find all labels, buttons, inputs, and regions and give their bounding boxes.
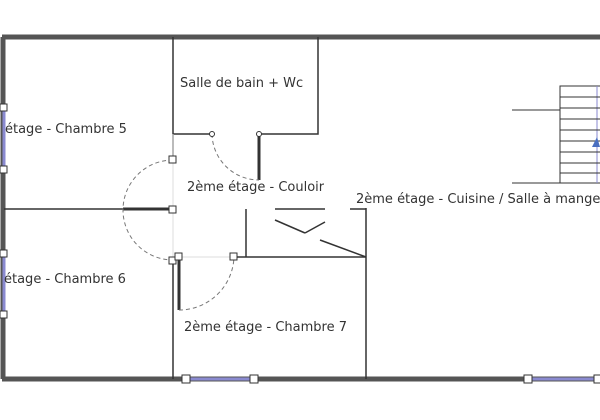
outer-walls <box>0 34 600 382</box>
room-label-couloir: 2ème étage - Couloir <box>187 180 324 195</box>
room-label-chambre-7: 2ème étage - Chambre 7 <box>184 320 347 335</box>
staircase <box>512 85 600 184</box>
windows <box>2 108 598 381</box>
room-label-salle-de-bain: Salle de bain + Wc <box>180 76 304 91</box>
room-label-chambre-5: étage - Chambre 5 <box>5 122 127 137</box>
room-label-chambre-6: étage - Chambre 6 <box>4 272 126 287</box>
interior-walls <box>4 37 367 379</box>
stair-arrow-icon <box>592 137 600 147</box>
doors <box>122 133 261 311</box>
handles <box>0 103 600 384</box>
room-label-cuisine: 2ème étage - Cuisine / Salle à manger <box>356 192 600 207</box>
